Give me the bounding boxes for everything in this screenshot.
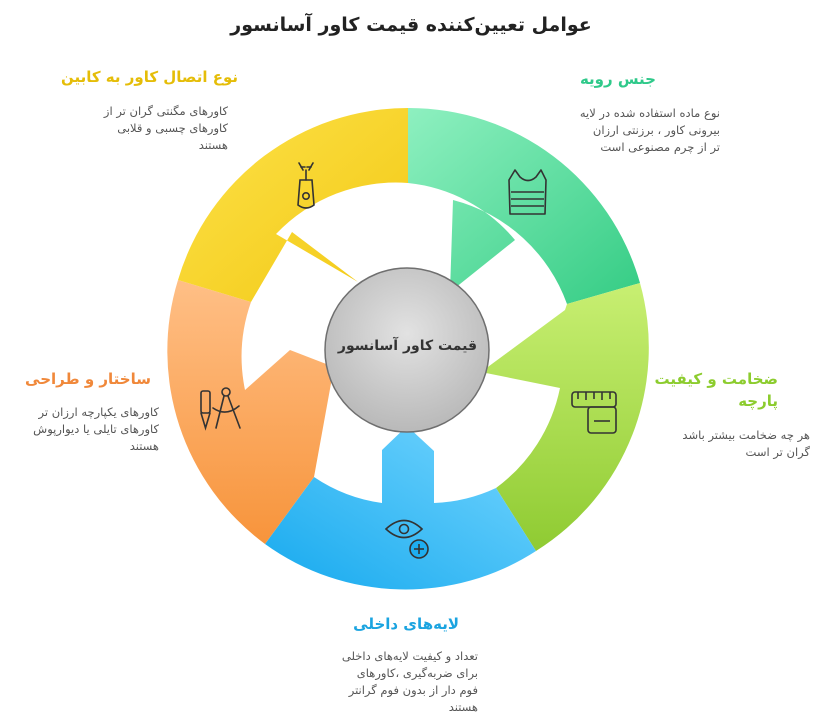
connection-description: کاورهای مگنتی گران تر از کاورهای چسبی و …: [60, 103, 228, 154]
zipper-icon: [297, 162, 315, 209]
material-desc-line: تر از چرم مصنوعی است: [600, 140, 720, 154]
segment-connection: [178, 108, 408, 302]
material-description: نوع ماده استفاده شده در لایه بیرونی کاور…: [520, 105, 720, 156]
segment-inner-layers: [265, 426, 536, 590]
thickness-heading: ضخامت و کیفیت پارچه: [620, 368, 778, 412]
thickness-heading-line: پارچه: [738, 392, 778, 410]
connection-heading: نوع اتصال کاور به کابین: [60, 68, 238, 86]
structure-desc-line: کاورهای تایلی یا دیوارپوش: [33, 422, 159, 436]
connection-desc-line: کاورهای چسبی و قلابی: [117, 121, 228, 135]
inner-layers-desc-line: برای ضربه‌گیری ،کاورهای: [356, 666, 478, 680]
material-desc-line: بیرونی کاور ، برزنتی ارزان: [592, 123, 720, 137]
center-circle: [324, 267, 490, 433]
material-heading: جنس رویه: [579, 70, 656, 88]
center-label: قیمت کاور آسانسور: [337, 338, 478, 354]
vest-icon: [508, 169, 547, 215]
connection-desc-line: هستند: [198, 138, 228, 152]
inner-layers-desc-line: فوم دار از بدون فوم گرانتر: [348, 683, 478, 697]
structure-desc-line: کاورهای یکپارچه ارزان تر: [38, 405, 159, 419]
page-title: عوامل تعیین‌کننده قیمت کاور آسانسور: [230, 14, 592, 36]
eye-plus-icon: [384, 519, 429, 559]
thickness-desc-line: گران تر است: [745, 445, 810, 459]
measuring-tape-icon: [571, 391, 617, 434]
structure-heading: ساختار و طراحی: [25, 370, 151, 388]
thickness-desc-line: هر چه ضخامت بیشتر باشد: [682, 428, 810, 442]
structure-desc-line: هستند: [129, 439, 159, 453]
segment-thickness: [481, 283, 649, 551]
drafting-tools-icon: [200, 387, 241, 431]
material-desc-line: نوع ماده استفاده شده در لایه: [579, 106, 720, 120]
connection-desc-line: کاورهای مگنتی گران تر از: [103, 104, 228, 118]
inner-layers-heading: لایه‌های داخلی: [353, 615, 459, 633]
structure-description: کاورهای یکپارچه ارزان تر کاورهای تایلی ی…: [4, 404, 159, 455]
segment-structure: [167, 280, 334, 544]
inner-layers-desc-line: تعداد و کیفیت لایه‌های داخلی: [341, 649, 478, 663]
inner-layers-description: تعداد و کیفیت لایه‌های داخلی برای ضربه‌گ…: [300, 648, 478, 716]
inner-layers-desc-line: هستند: [448, 700, 478, 714]
thickness-description: هر چه ضخامت بیشتر باشد گران تر است: [620, 427, 810, 461]
thickness-heading-line: ضخامت و کیفیت: [654, 370, 778, 388]
